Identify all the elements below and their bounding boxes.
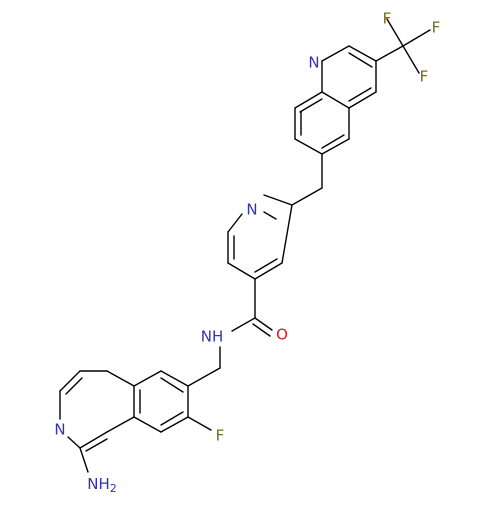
nitrogen-atom-label: N [54, 421, 65, 439]
bond [402, 45, 420, 74]
bond [386, 18, 404, 47]
bond [263, 211, 277, 220]
atom-labels: F F F N N NH O N F NH2 [54, 10, 440, 496]
bond [67, 436, 81, 449]
bond [65, 377, 83, 395]
bond [106, 370, 135, 387]
bond [133, 416, 162, 433]
amine-label: NH2 [87, 475, 117, 496]
bond [160, 377, 184, 393]
bond [294, 138, 323, 155]
bond [348, 45, 377, 62]
bond [281, 204, 293, 264]
bond [160, 416, 189, 433]
nitrogen-atom-label: N [246, 201, 257, 219]
bond [348, 52, 373, 68]
bond [263, 194, 293, 206]
bond [187, 367, 221, 387]
bond [106, 416, 135, 433]
bond [187, 416, 212, 431]
bond [160, 370, 189, 387]
bond [321, 134, 345, 149]
fluorine-atom-label: F [420, 68, 429, 86]
bond [85, 438, 108, 452]
bond [321, 91, 350, 109]
bond [402, 29, 431, 47]
bond [227, 213, 243, 233]
amide-nitrogen-label: NH [201, 328, 224, 346]
bonds [59, 18, 431, 473]
bond [299, 98, 323, 113]
bond [79, 447, 89, 473]
bond [227, 262, 256, 280]
bond [252, 323, 271, 337]
bond [133, 370, 162, 387]
bond [294, 91, 323, 109]
bond [321, 138, 350, 155]
bond [254, 317, 273, 331]
bond [231, 317, 256, 332]
bond [348, 91, 377, 109]
oxygen-atom-label: O [276, 326, 288, 344]
bond [375, 45, 404, 62]
fluorine-atom-label: F [432, 19, 441, 37]
fluorine-atom-label: F [383, 10, 392, 28]
bond [254, 258, 278, 273]
bond [291, 187, 323, 206]
bond [79, 431, 108, 449]
bond [254, 262, 283, 280]
bond [348, 87, 372, 102]
nitrogen-atom-label: N [308, 54, 319, 72]
bond [160, 411, 184, 426]
bond [321, 45, 350, 62]
bond [59, 370, 81, 392]
fluorine-atom-label: F [216, 427, 225, 445]
